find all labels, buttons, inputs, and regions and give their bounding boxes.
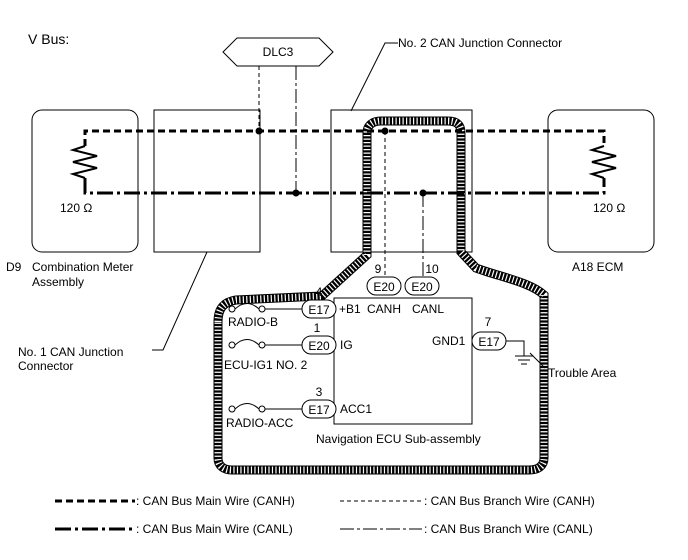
gnd1-connector-id: E17: [478, 335, 500, 349]
acc1-connector: [301, 399, 337, 419]
nav-canh-splice-dot: [381, 127, 389, 135]
no1-junction-leader: [152, 251, 208, 351]
combination-meter-label-line1: Combination Meter: [32, 260, 133, 274]
combination-meter-label-line2: Assembly: [32, 275, 84, 289]
legend-main-canl-label: : CAN Bus Main Wire (CANL): [136, 522, 293, 536]
ecu-ig1-fuse-icon: [234, 339, 260, 346]
canl-connector: [404, 276, 440, 296]
ecm-label: A18 ECM: [572, 260, 623, 274]
legend-branch-canl-label: : CAN Bus Branch Wire (CANL): [424, 522, 593, 536]
diagram-title: V Bus:: [28, 31, 69, 47]
ig-connector-id: E20: [308, 339, 330, 353]
radio-b-label: RADIO-B: [228, 315, 278, 329]
canl-main-wire: [83, 178, 606, 195]
no2-junction-label: No. 2 CAN Junction Connector: [398, 36, 562, 50]
no1-junction-label-line1: No. 1 CAN Junction: [18, 345, 123, 359]
navigation-ecu-label: Navigation ECU Sub-assembly: [316, 432, 481, 446]
canh-pin-number: 9: [375, 262, 382, 276]
ecm-box: [547, 109, 655, 253]
ground-icon: [515, 355, 533, 365]
canh-connector-id: E20: [373, 280, 395, 294]
b1-connector-id: E17: [308, 303, 330, 317]
acc1-pin-number: 3: [316, 385, 323, 399]
left-terminating-resistor-icon: [69, 145, 98, 179]
ig-pin-number: 1: [314, 321, 321, 335]
no1-junction-box: [153, 109, 261, 253]
canh-main-wire: [83, 129, 606, 146]
radio-b-fuse-icon: [234, 303, 260, 310]
gnd1-signal-label: GND1: [432, 334, 466, 348]
b1-connector: [301, 299, 337, 319]
dlc3-connector: [222, 37, 334, 67]
legend-main-canh-label: : CAN Bus Main Wire (CANH): [136, 494, 295, 508]
gnd1-pin-number: 7: [485, 315, 492, 329]
right-resistor-label: 120 Ω: [593, 201, 625, 215]
acc1-signal-label: ACC1: [340, 402, 372, 416]
canh-splice-dot: [255, 127, 263, 135]
combination-meter-code: D9: [6, 260, 22, 274]
radio-b-fuse-terminal: [228, 305, 236, 313]
right-terminating-resistor-icon: [588, 145, 617, 179]
trouble-area-label: Trouble Area: [548, 366, 617, 380]
canh-connector: [366, 276, 402, 296]
no1-junction-label-line2: Connector: [18, 359, 73, 373]
radio-acc-fuse-icon: [234, 403, 260, 410]
radio-acc-fuse-terminal: [228, 405, 236, 413]
no2-junction-leader: [350, 42, 398, 112]
canl-pin-number: 10: [425, 262, 439, 276]
ig-signal-label: IG: [340, 338, 353, 352]
canl-splice-dot: [292, 189, 300, 197]
nav-canl-splice-dot: [419, 189, 427, 197]
b1-signal-label: +B1: [339, 302, 361, 316]
canh-signal-label: CANH: [367, 302, 401, 316]
ig-connector: [301, 335, 337, 355]
no2-junction-box: [330, 109, 473, 253]
legend-branch-canh-label: : CAN Bus Branch Wire (CANH): [424, 494, 595, 508]
dlc3-label: DLC3: [263, 45, 294, 59]
left-resistor-label: 120 Ω: [60, 201, 92, 215]
b1-pin-number: 4: [316, 285, 323, 299]
canl-connector-id: E20: [411, 280, 433, 294]
ecu-ig1-label: ECU-IG1 NO. 2: [224, 358, 308, 372]
ecu-ig1-fuse-terminal: [228, 341, 236, 349]
acc1-connector-id: E17: [308, 403, 330, 417]
canl-signal-label: CANL: [412, 302, 444, 316]
radio-acc-label: RADIO-ACC: [226, 416, 294, 430]
navigation-ecu-box: [333, 297, 473, 425]
